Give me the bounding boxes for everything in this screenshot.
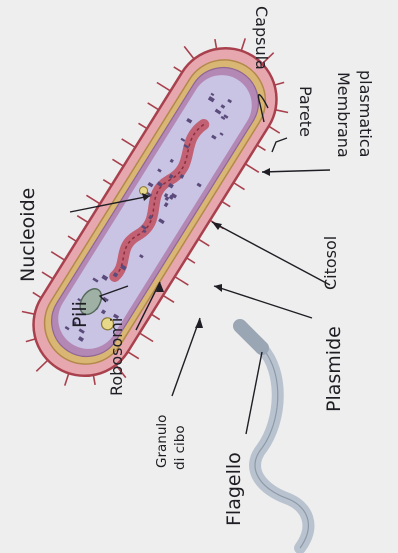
label-pili: Pili [69, 301, 91, 328]
pilus [77, 216, 88, 223]
pilus [68, 236, 76, 241]
label-parete: Parete [296, 86, 315, 137]
label-granulo: Granulo [154, 415, 170, 468]
pilus [151, 314, 159, 319]
pilus [139, 123, 147, 128]
pilus [112, 159, 123, 166]
pilus [86, 195, 100, 203]
pilus [257, 145, 265, 150]
label-plasmatica: plasmatica [356, 70, 375, 157]
pilus [140, 333, 154, 341]
pilus [122, 139, 136, 147]
pilus [222, 201, 230, 206]
pilus [174, 67, 182, 72]
pilus [269, 126, 280, 133]
pilus [157, 83, 171, 91]
pilus [233, 183, 244, 190]
flagellum-hook [240, 326, 262, 348]
label-robosomi: Robosomi [107, 318, 126, 396]
pilus [103, 180, 111, 185]
pilus [245, 164, 259, 172]
pilus [42, 272, 53, 279]
pilus [198, 239, 209, 246]
pilus [163, 295, 174, 302]
pilus [36, 358, 48, 373]
pilus [51, 252, 65, 260]
pilus [275, 106, 288, 116]
label-flagello: Flagello [223, 452, 245, 526]
pilus [148, 103, 159, 110]
pilus [22, 308, 35, 318]
label-nucleoide: Nucleoide [17, 188, 39, 282]
pilus [128, 352, 139, 359]
pilus [187, 258, 195, 263]
label-plasmide: Plasmide [323, 326, 345, 412]
label-di-cibo: di cibo [172, 425, 188, 470]
label-membrana: Membrana [334, 72, 353, 158]
pilus [33, 292, 41, 297]
pilus [62, 373, 71, 385]
pilus [239, 38, 248, 50]
pilus [175, 277, 189, 285]
label-citosol: Citosol [321, 236, 340, 290]
flagellum [255, 348, 308, 548]
label-capsula: Capsula [252, 6, 271, 70]
